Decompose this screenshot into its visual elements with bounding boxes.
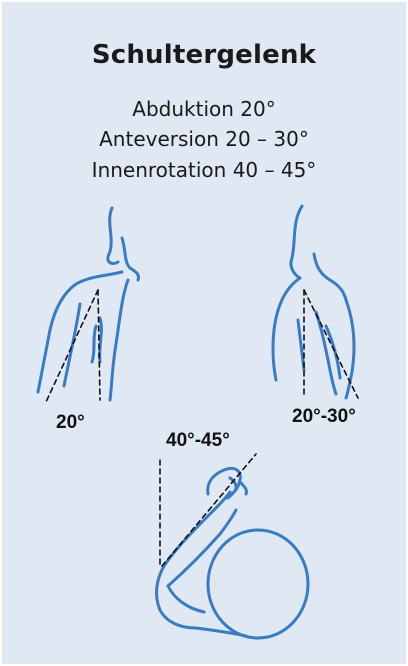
rotation-figure: [157, 468, 308, 638]
abduction-angle-line-a: [98, 290, 100, 400]
abduction-figure: [38, 208, 139, 400]
abduction-angle-label: 20°: [56, 412, 85, 433]
rotation-angle-line-b: [162, 454, 256, 566]
neck-line: [122, 238, 139, 280]
anteversion-figure: [273, 206, 354, 398]
upper-arm: [168, 586, 204, 612]
forearm-upper: [164, 492, 230, 566]
anteversion-angle-line-b: [304, 290, 358, 398]
shoulder-outline: [273, 278, 300, 380]
shoulder-outline: [50, 272, 122, 330]
torso-line: [326, 326, 340, 378]
shoulder-contour: [196, 628, 246, 636]
head-outline: [108, 208, 118, 264]
anteversion-angle-label: 20°-30°: [292, 406, 356, 427]
back-line: [110, 280, 128, 400]
head-outline: [208, 530, 308, 638]
thumb: [240, 482, 247, 494]
arm-inner: [64, 304, 80, 386]
fist-detail: [230, 478, 236, 492]
arm-outer: [38, 330, 50, 392]
neck-line: [314, 254, 346, 300]
scapula: [298, 320, 304, 370]
scapula-edge: [92, 326, 96, 362]
rotation-angle-label: 40°-45°: [166, 430, 230, 451]
head-outline: [291, 206, 302, 278]
back-line: [316, 312, 336, 394]
